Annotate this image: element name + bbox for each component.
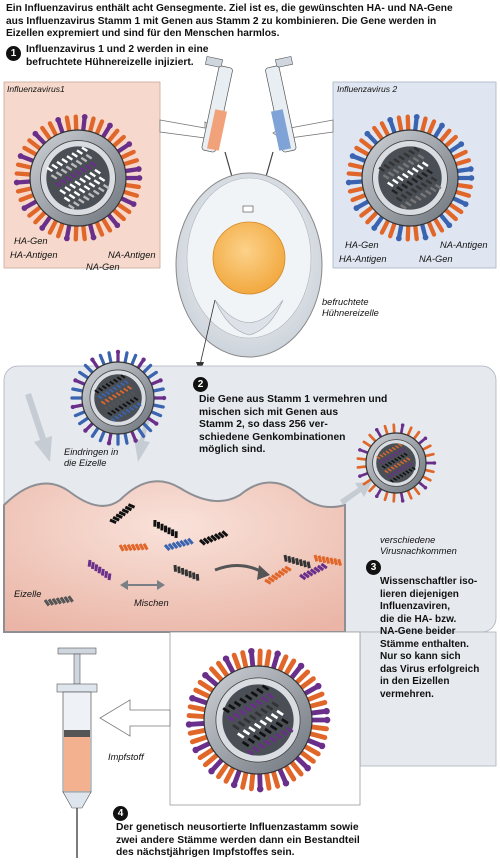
virus1-na-gen-label: NA-Gen: [86, 262, 120, 272]
offspring-particle: [356, 423, 437, 503]
virus-entering-particle: [70, 349, 167, 446]
intro-line: aus Influenzavirus Stamm 1 mit Genen aus…: [6, 15, 437, 27]
virus2-na-gen-label: NA-Gen: [419, 254, 453, 264]
arrow-to-vaccine: [99, 699, 171, 737]
gene-fragment: [173, 564, 200, 581]
vaccine-syringe-icon: [56, 647, 98, 858]
gene-fragment: [264, 565, 292, 585]
virus2-ha-antigen-label: HA-Antigen: [339, 254, 387, 264]
gene-fragment: [313, 554, 342, 567]
gene-fragment: [109, 503, 136, 525]
eizelle-label: Eizelle: [14, 589, 42, 599]
gene-fragment: [153, 519, 178, 539]
gene-fragment: [198, 530, 229, 546]
step2-badge: 2: [193, 374, 208, 392]
step3-badge: 3: [366, 557, 381, 575]
virus1-particle: [13, 114, 143, 242]
virus2-particle: [345, 114, 475, 242]
virus2-na-antigen-label: NA-Antigen: [440, 240, 488, 250]
gene-fragment: [43, 595, 74, 607]
virus2-ha-gen-label: HA-Gen: [345, 240, 379, 250]
gene-fragment: [299, 562, 328, 581]
mix-label: Mischen: [134, 598, 169, 608]
intro-line: Eizellen expremiert und sind für den Men…: [6, 28, 280, 39]
virus2-title: Influenzavirus 2: [337, 84, 398, 94]
gene-fragment: [283, 554, 311, 569]
step4-text: Der genetisch neusortierte Influenzastam…: [116, 822, 360, 858]
vaccine-label: Impfstoff: [108, 752, 144, 762]
virus1-na-antigen-label: NA-Antigen: [108, 250, 156, 260]
intro-line: Ein Influenzavirus enthält acht Gensegme…: [6, 3, 453, 14]
syringe-right-icon: [257, 56, 297, 206]
step1-badge: 1: [6, 43, 21, 61]
egg-cell-body: [3, 480, 346, 633]
gene-fragment: [163, 537, 194, 552]
virus1-ha-gen-label: HA-Gen: [14, 236, 48, 246]
virus1-ha-antigen-label: HA-Antigen: [10, 250, 58, 260]
final-virus-particle: [185, 647, 331, 793]
step4-badge: 4: [113, 803, 128, 821]
intro-text: Ein Influenzavirus enthält acht Gensegme…: [6, 3, 496, 41]
gene-fragment: [87, 559, 112, 581]
virus1-title: Influenzavirus1: [7, 84, 65, 94]
gene-fragment: [118, 543, 149, 552]
